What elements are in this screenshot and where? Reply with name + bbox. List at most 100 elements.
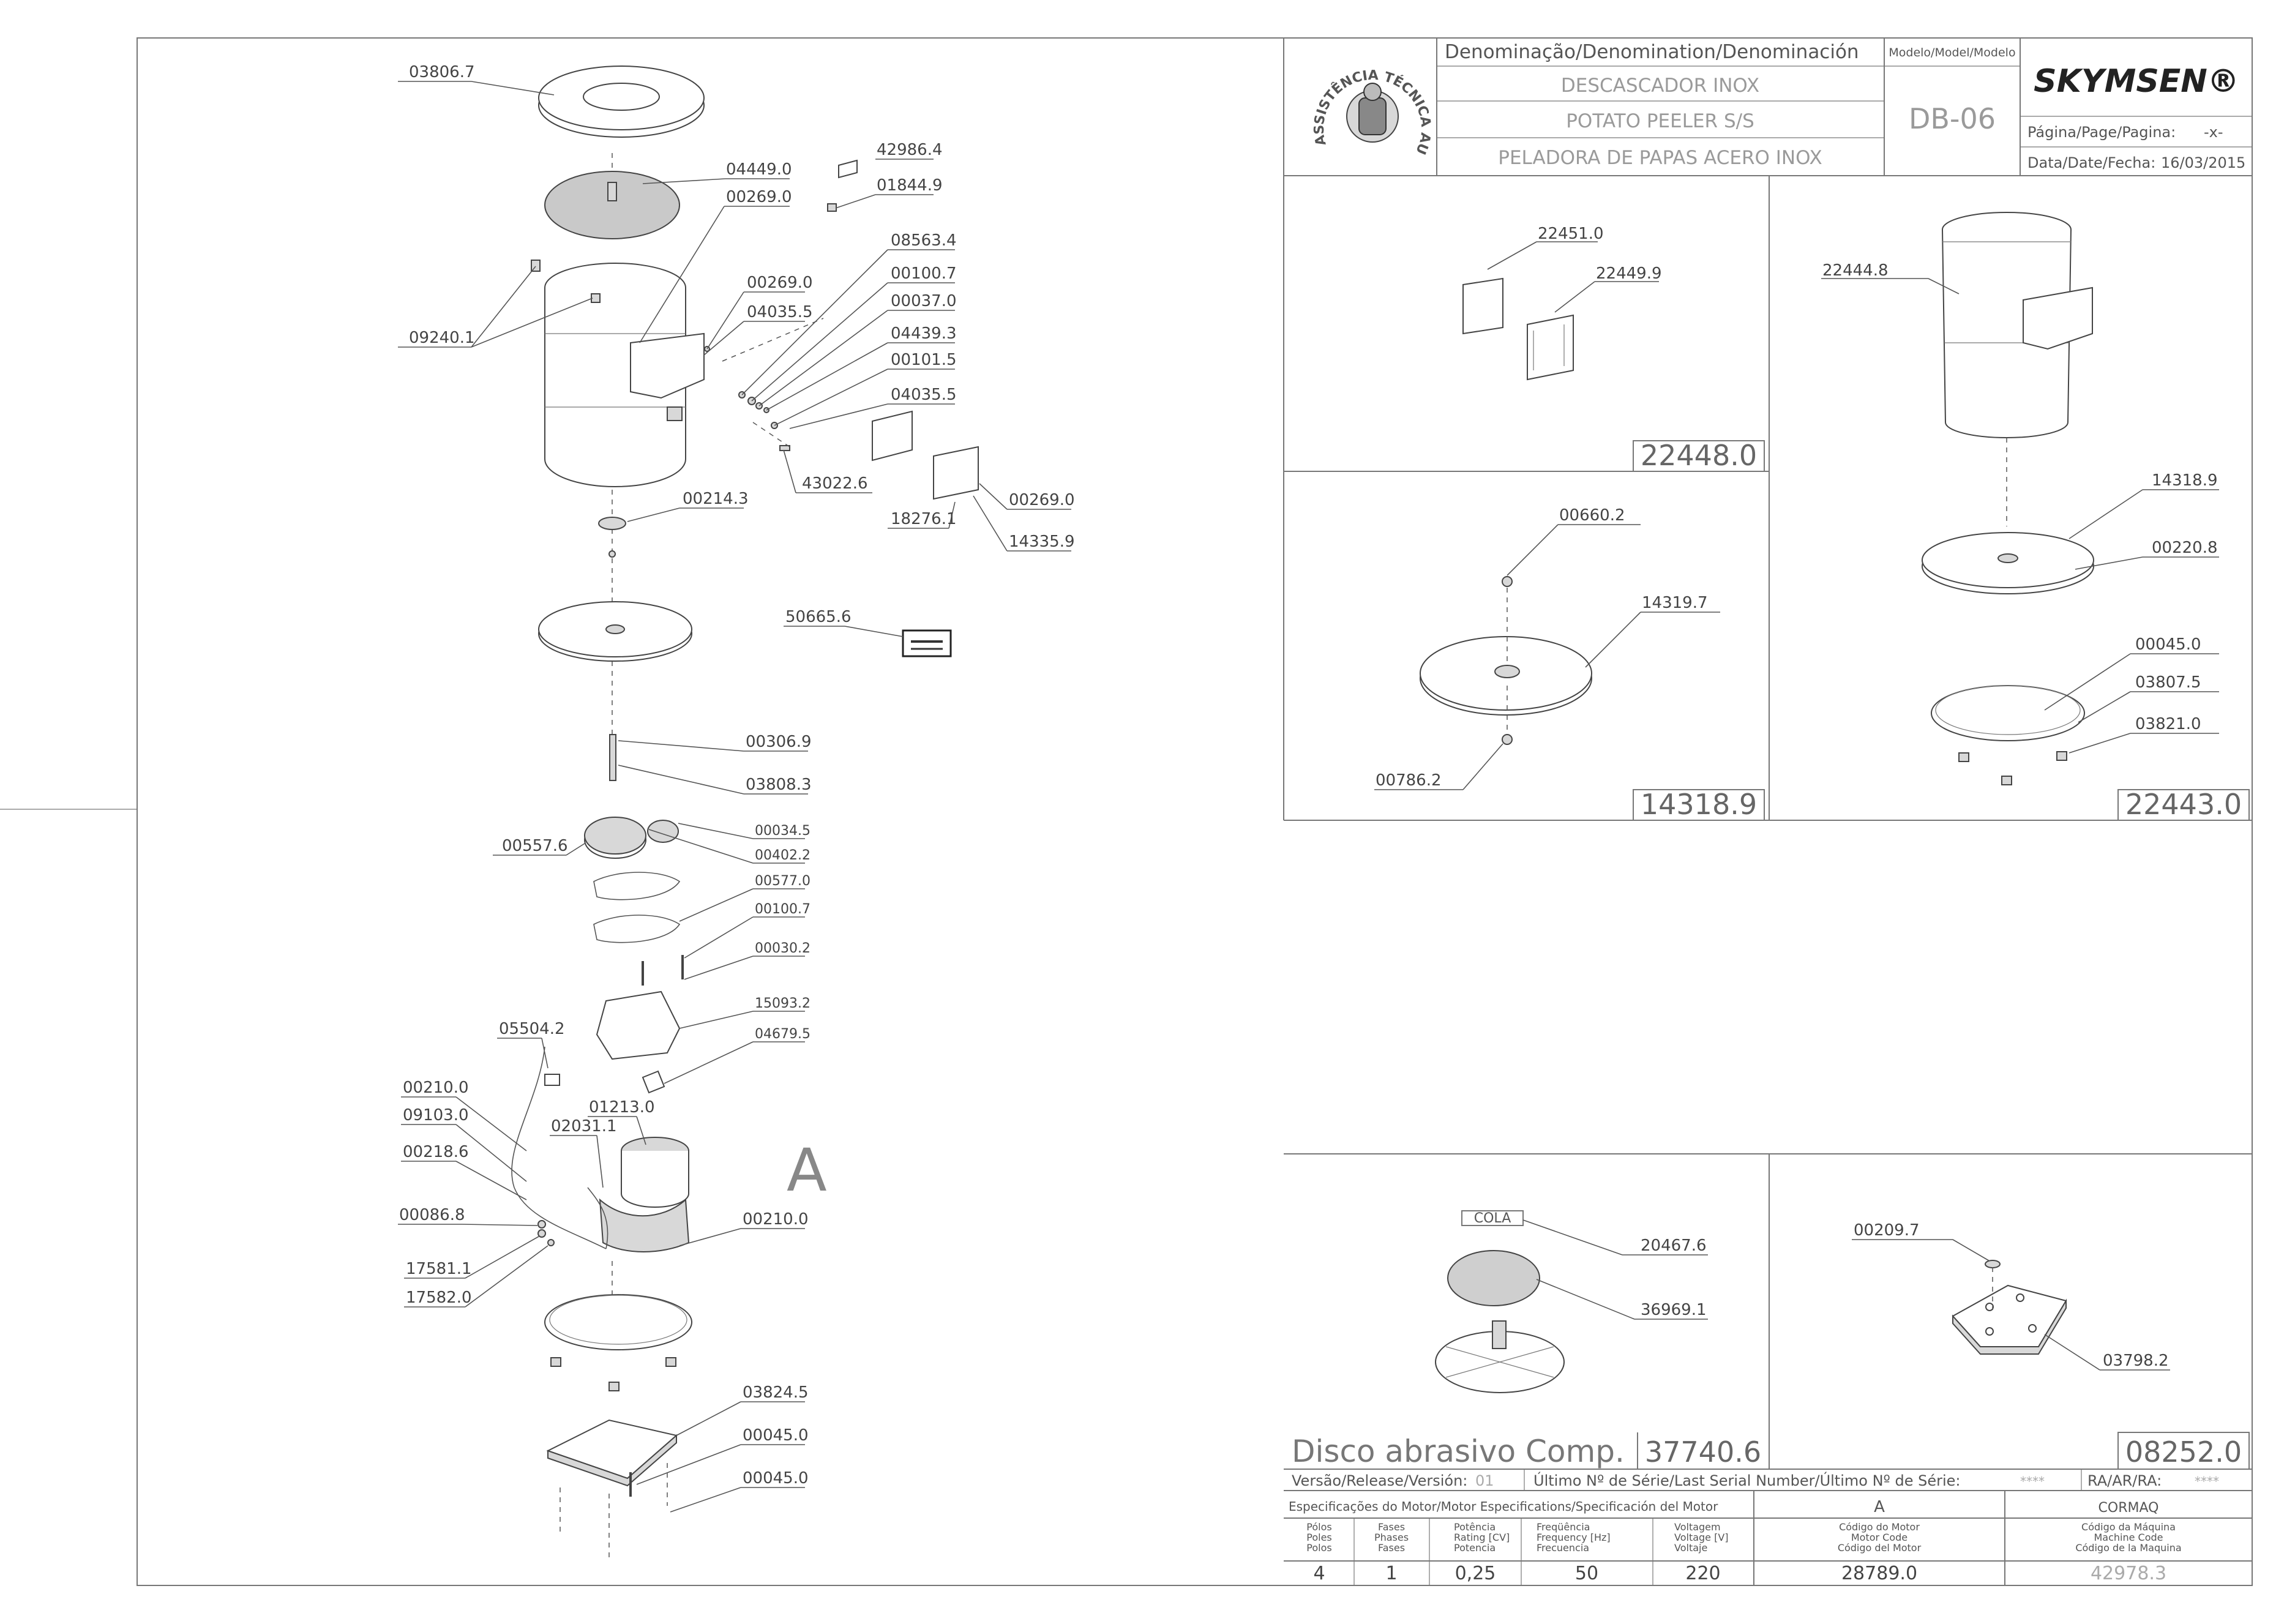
date-label: Data/Date/Fecha: xyxy=(2027,154,2155,171)
col-poles-es: Polos xyxy=(1306,1542,1331,1554)
part-03821-0: 03821.0 xyxy=(2135,715,2201,733)
denomination-header: Denominação/Denomination/Denominación xyxy=(1445,41,1859,63)
part-14319-7: 14319.7 xyxy=(1642,594,1708,612)
col-frequency-pt: Freqüência xyxy=(1537,1521,1590,1533)
part-20467-6: 20467.6 xyxy=(1641,1237,1707,1255)
column-headers: Pólos Poles Polos Fases Phases Fases Pot… xyxy=(1306,1521,2181,1554)
value-motor-code: 28789.0 xyxy=(1841,1563,1917,1584)
col-rating-pt: Potência xyxy=(1454,1521,1496,1533)
date-value: 16/03/2015 xyxy=(2161,154,2245,171)
panel-code-14318: 14318.9 xyxy=(1641,788,1757,821)
part-00220-8: 00220.8 xyxy=(2152,539,2218,557)
panel-08252: 00209.7 03798.2 xyxy=(1852,1221,2170,1371)
value-voltage: 220 xyxy=(1685,1563,1720,1584)
col-rating-es: Potencia xyxy=(1454,1542,1496,1554)
ra-label: RA/AR/RA: xyxy=(2087,1472,2162,1489)
model-value: DB-06 xyxy=(1909,102,1996,135)
part-43022-6: 43022.6 xyxy=(802,474,868,493)
col-poles-en: Poles xyxy=(1306,1532,1332,1543)
part-03806-7: 03806.7 xyxy=(409,63,475,81)
value-poles: 4 xyxy=(1313,1563,1325,1584)
col-machine-code-pt: Código da Máquina xyxy=(2081,1521,2176,1533)
ra-value: **** xyxy=(2195,1474,2219,1489)
detail-panels: 22451.0 22449.9 22448.0 00660.2 14319.7 … xyxy=(1284,176,2252,1469)
part-04035-5-b: 04035.5 xyxy=(891,386,957,404)
motor-col-label: A xyxy=(1874,1498,1885,1516)
serial-label: Último Nº de Série/Last Serial Number/Úl… xyxy=(1533,1471,1960,1489)
col-phases-en: Phases xyxy=(1374,1532,1409,1543)
part-04679-5: 04679.5 xyxy=(755,1027,811,1042)
page-label: Página/Page/Pagina: xyxy=(2027,124,2176,141)
part-17582-0: 17582.0 xyxy=(406,1289,472,1307)
col-motor-code-en: Motor Code xyxy=(1851,1532,1908,1543)
part-00218-6: 00218.6 xyxy=(403,1143,469,1161)
part-00030-2: 00030.2 xyxy=(755,941,811,956)
part-04449-0: 04449.0 xyxy=(726,160,792,179)
part-17581-1: 17581.1 xyxy=(406,1260,472,1278)
part-01213-0: 01213.0 xyxy=(589,1098,655,1117)
serial-value: **** xyxy=(2020,1474,2045,1489)
part-02031-1: 02031.1 xyxy=(551,1117,617,1136)
part-00209-7: 00209.7 xyxy=(1854,1221,1920,1240)
col-voltage-en: Voltage [V] xyxy=(1674,1532,1729,1543)
cola-label: COLA xyxy=(1474,1211,1511,1226)
part-00660-2: 00660.2 xyxy=(1559,506,1625,525)
part-03807-5: 03807.5 xyxy=(2135,673,2201,692)
service-seal: ASSISTÊNCIA TÉCNICA AUTORIZADA xyxy=(0,0,1433,157)
model-header: Modelo/Model/Modelo xyxy=(1889,46,2015,59)
part-00269-0-b: 00269.0 xyxy=(747,274,813,292)
main-exploded-view: A 03806.7 09240.1 00557.6 05504.2 00210.… xyxy=(398,63,1075,1558)
disc-title: Disco abrasivo Comp. xyxy=(1292,1434,1625,1469)
part-18276-1: 18276.1 xyxy=(891,510,957,528)
panel-code-08252: 08252.0 xyxy=(2125,1435,2242,1469)
col-frequency-es: Frecuencia xyxy=(1537,1542,1589,1554)
col-phases-es: Fases xyxy=(1378,1542,1405,1554)
part-08563-4: 08563.4 xyxy=(891,231,957,250)
panel-code-22443: 22443.0 xyxy=(2125,788,2242,821)
part-22449-9: 22449.9 xyxy=(1596,264,1662,283)
part-00402-2: 00402.2 xyxy=(755,848,811,863)
part-00034-5: 00034.5 xyxy=(755,823,811,839)
seal-text: ASSISTÊNCIA TÉCNICA AUTORIZADA xyxy=(0,0,1433,157)
col-machine-code-es: Código de la Maquina xyxy=(2075,1542,2181,1554)
part-00101-5: 00101.5 xyxy=(891,351,957,369)
warning-sticker xyxy=(902,629,952,657)
part-15093-2: 15093.2 xyxy=(755,996,811,1011)
part-00100-7-a: 00100.7 xyxy=(891,264,957,283)
part-00210-0-left: 00210.0 xyxy=(403,1079,469,1097)
part-14318-9: 14318.9 xyxy=(2152,471,2218,490)
col-phases-pt: Fases xyxy=(1378,1521,1405,1533)
page-value: -x- xyxy=(2204,124,2223,141)
part-00086-8: 00086.8 xyxy=(399,1206,465,1224)
panel-14318: 00660.2 14319.7 00786.2 14318.9 xyxy=(1374,506,1765,821)
machine-col-label: CORMAQ xyxy=(2098,1500,2159,1516)
part-05504-2: 05504.2 xyxy=(499,1020,565,1038)
part-22444-8: 22444.8 xyxy=(1822,261,1889,280)
col-rating-en: Rating [CV] xyxy=(1454,1532,1510,1543)
name-pt: DESCASCADOR INOX xyxy=(1561,75,1759,97)
value-rating: 0,25 xyxy=(1455,1563,1496,1584)
drawing-frame xyxy=(137,37,2253,1586)
part-00045-0: 00045.0 xyxy=(2135,635,2201,654)
title-block: ASSISTÊNCIA TÉCNICA AUTORIZADA Denominaç… xyxy=(0,0,2252,820)
part-09240-1: 09240.1 xyxy=(409,329,475,347)
panel-code-22448: 22448.0 xyxy=(1641,439,1757,472)
part-42986-4: 42986.4 xyxy=(877,141,943,159)
part-00045-0-b: 00045.0 xyxy=(743,1469,809,1487)
col-voltage-pt: Voltagem xyxy=(1674,1521,1721,1533)
column-values: 4 1 0,25 50 220 28789.0 42978.3 xyxy=(1313,1563,2166,1584)
part-00045-0-a: 00045.0 xyxy=(743,1426,809,1445)
col-machine-code-en: Machine Code xyxy=(2094,1532,2163,1543)
version-label: Versão/Release/Versión: xyxy=(1292,1472,1467,1489)
detail-letter-a: A xyxy=(787,1136,827,1205)
col-voltage-es: Voltaje xyxy=(1674,1542,1707,1554)
footer-table: Disco abrasivo Comp. 37740.6 08252.0 Ver… xyxy=(1284,1432,2252,1585)
part-00269-0-a: 00269.0 xyxy=(726,188,792,206)
part-00557-6: 00557.6 xyxy=(502,837,568,855)
panel-22448: 22451.0 22449.9 22448.0 xyxy=(1462,225,1765,472)
part-03824-5: 03824.5 xyxy=(743,1383,809,1402)
part-09103-0: 09103.0 xyxy=(403,1106,469,1124)
part-00786-2: 00786.2 xyxy=(1376,771,1442,790)
col-motor-code-es: Código del Motor xyxy=(1838,1542,1922,1554)
